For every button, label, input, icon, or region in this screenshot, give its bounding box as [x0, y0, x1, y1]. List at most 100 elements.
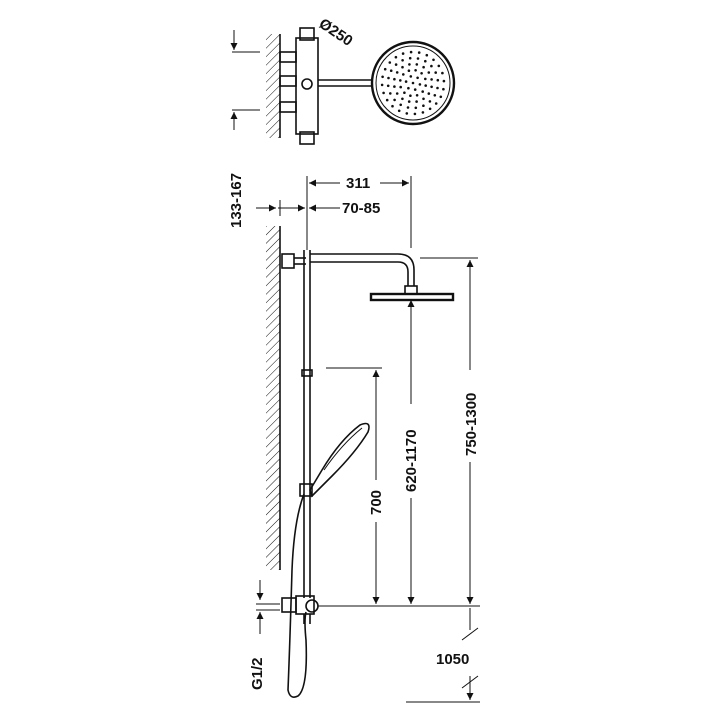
nozzle-dot: [395, 92, 399, 95]
nozzle-dot: [395, 71, 399, 74]
overhead-arm: [310, 253, 415, 286]
nozzle-dot: [385, 98, 389, 102]
bar-offset-label: 70-85: [342, 200, 380, 217]
nozzle-dot: [441, 71, 444, 75]
nozzle-dot: [442, 79, 446, 83]
nozzle-dot: [434, 102, 438, 105]
inlet-thread-label: G1/2: [249, 657, 266, 690]
nozzle-dot: [424, 59, 427, 63]
nozzle-dot: [394, 55, 398, 59]
nozzle-dot: [393, 85, 396, 88]
nozzle-dot: [399, 103, 403, 107]
nozzle-dot: [397, 109, 401, 113]
nozzle-dot: [414, 106, 418, 110]
round-shower-head-top: [370, 40, 456, 126]
nozzle-dot: [436, 78, 440, 82]
nozzle-dot: [404, 80, 408, 83]
nozzle-dot: [437, 64, 441, 68]
shower-column-bar: [301, 250, 313, 598]
nozzle-dot: [407, 100, 411, 103]
nozzle-dot: [430, 78, 433, 81]
nozzle-dot: [402, 73, 405, 76]
nozzle-dot: [425, 53, 429, 57]
nozzle-dot: [408, 56, 412, 60]
top-view: Ø250: [230, 15, 456, 145]
nozzle-dot: [407, 69, 411, 72]
nozzle-dot: [401, 97, 404, 101]
nozzle-dot: [436, 86, 439, 90]
nozzle-dot: [391, 104, 394, 108]
nozzle-dot: [421, 111, 425, 114]
nozzle-dot: [416, 57, 420, 60]
top-view-wall-hatch: [266, 34, 280, 138]
nozzle-dot: [424, 77, 427, 81]
nozzle-dot: [421, 90, 425, 93]
nozzle-dot: [389, 92, 392, 95]
hand-shower: [299, 422, 370, 498]
nozzle-dot: [401, 59, 404, 62]
nozzle-dot: [403, 91, 406, 94]
nozzle-dot: [383, 67, 387, 71]
nozzle-dot: [399, 79, 402, 82]
nozzle-dot: [422, 97, 425, 101]
nozzle-dot: [422, 104, 425, 107]
nozzle-dot: [428, 107, 432, 111]
nozzle-dot: [427, 92, 431, 95]
nozzle-dot: [422, 65, 425, 69]
nozzle-dot: [428, 100, 432, 103]
nozzle-dot: [434, 71, 438, 74]
nozzle-dot: [386, 84, 390, 88]
nozzle-dot: [427, 71, 431, 74]
head-height-label: 620-1170: [403, 429, 420, 492]
wall-distance-label: 133-167: [228, 173, 245, 228]
nozzle-dot: [394, 63, 398, 66]
head-diameter-label: Ø250: [316, 15, 356, 50]
nozzle-dot: [420, 72, 423, 75]
nozzle-dot: [442, 87, 445, 91]
thermostatic-valve-side: [281, 595, 319, 624]
floor-height-label: 1050: [436, 651, 469, 668]
nozzle-dot: [432, 58, 435, 62]
nozzle-dot: [417, 51, 421, 54]
nozzle-dot: [433, 94, 437, 97]
nozzle-dot: [388, 61, 392, 64]
nozzle-dot: [424, 84, 428, 87]
nozzle-dot: [415, 100, 418, 103]
nozzle-dot: [407, 86, 410, 90]
arm-reach-label: 311: [346, 175, 370, 192]
nozzle-dot: [406, 106, 410, 109]
nozzle-dot: [413, 112, 417, 116]
nozzle-dot: [399, 85, 403, 89]
nozzle-dot: [401, 65, 404, 69]
nozzle-dot: [401, 52, 405, 55]
nozzle-dot: [439, 95, 443, 99]
side-view-wall-hatch: [266, 226, 280, 570]
nozzle-dot: [409, 94, 412, 97]
shower-hose: [287, 493, 308, 698]
nozzle-dot: [387, 76, 390, 80]
nozzle-dot: [393, 77, 396, 81]
thermostatic-valve-top: [279, 27, 319, 145]
nozzle-dot: [382, 91, 385, 95]
nozzle-dot: [405, 112, 409, 115]
total-height-label: 750-1300: [463, 393, 480, 456]
nozzle-dot: [408, 63, 411, 66]
nozzle-dot: [389, 69, 393, 72]
handshower-height-label: 700: [368, 490, 385, 515]
nozzle-dot: [418, 83, 422, 86]
nozzle-dot: [415, 94, 419, 97]
nozzle-dot: [380, 83, 384, 87]
nozzle-dot: [430, 64, 433, 68]
nozzle-dot: [415, 63, 419, 66]
side-view: 133-167: [228, 173, 480, 703]
nozzle-dot: [393, 98, 396, 102]
nozzle-dot: [381, 75, 384, 79]
nozzle-dot: [409, 50, 413, 54]
nozzle-dot: [430, 85, 433, 89]
nozzle-dot: [414, 69, 417, 72]
nozzle-dot: [411, 81, 415, 85]
nozzle-dot: [416, 76, 419, 80]
nozzle-dot: [413, 88, 417, 91]
overhead-head-side: [369, 285, 455, 302]
